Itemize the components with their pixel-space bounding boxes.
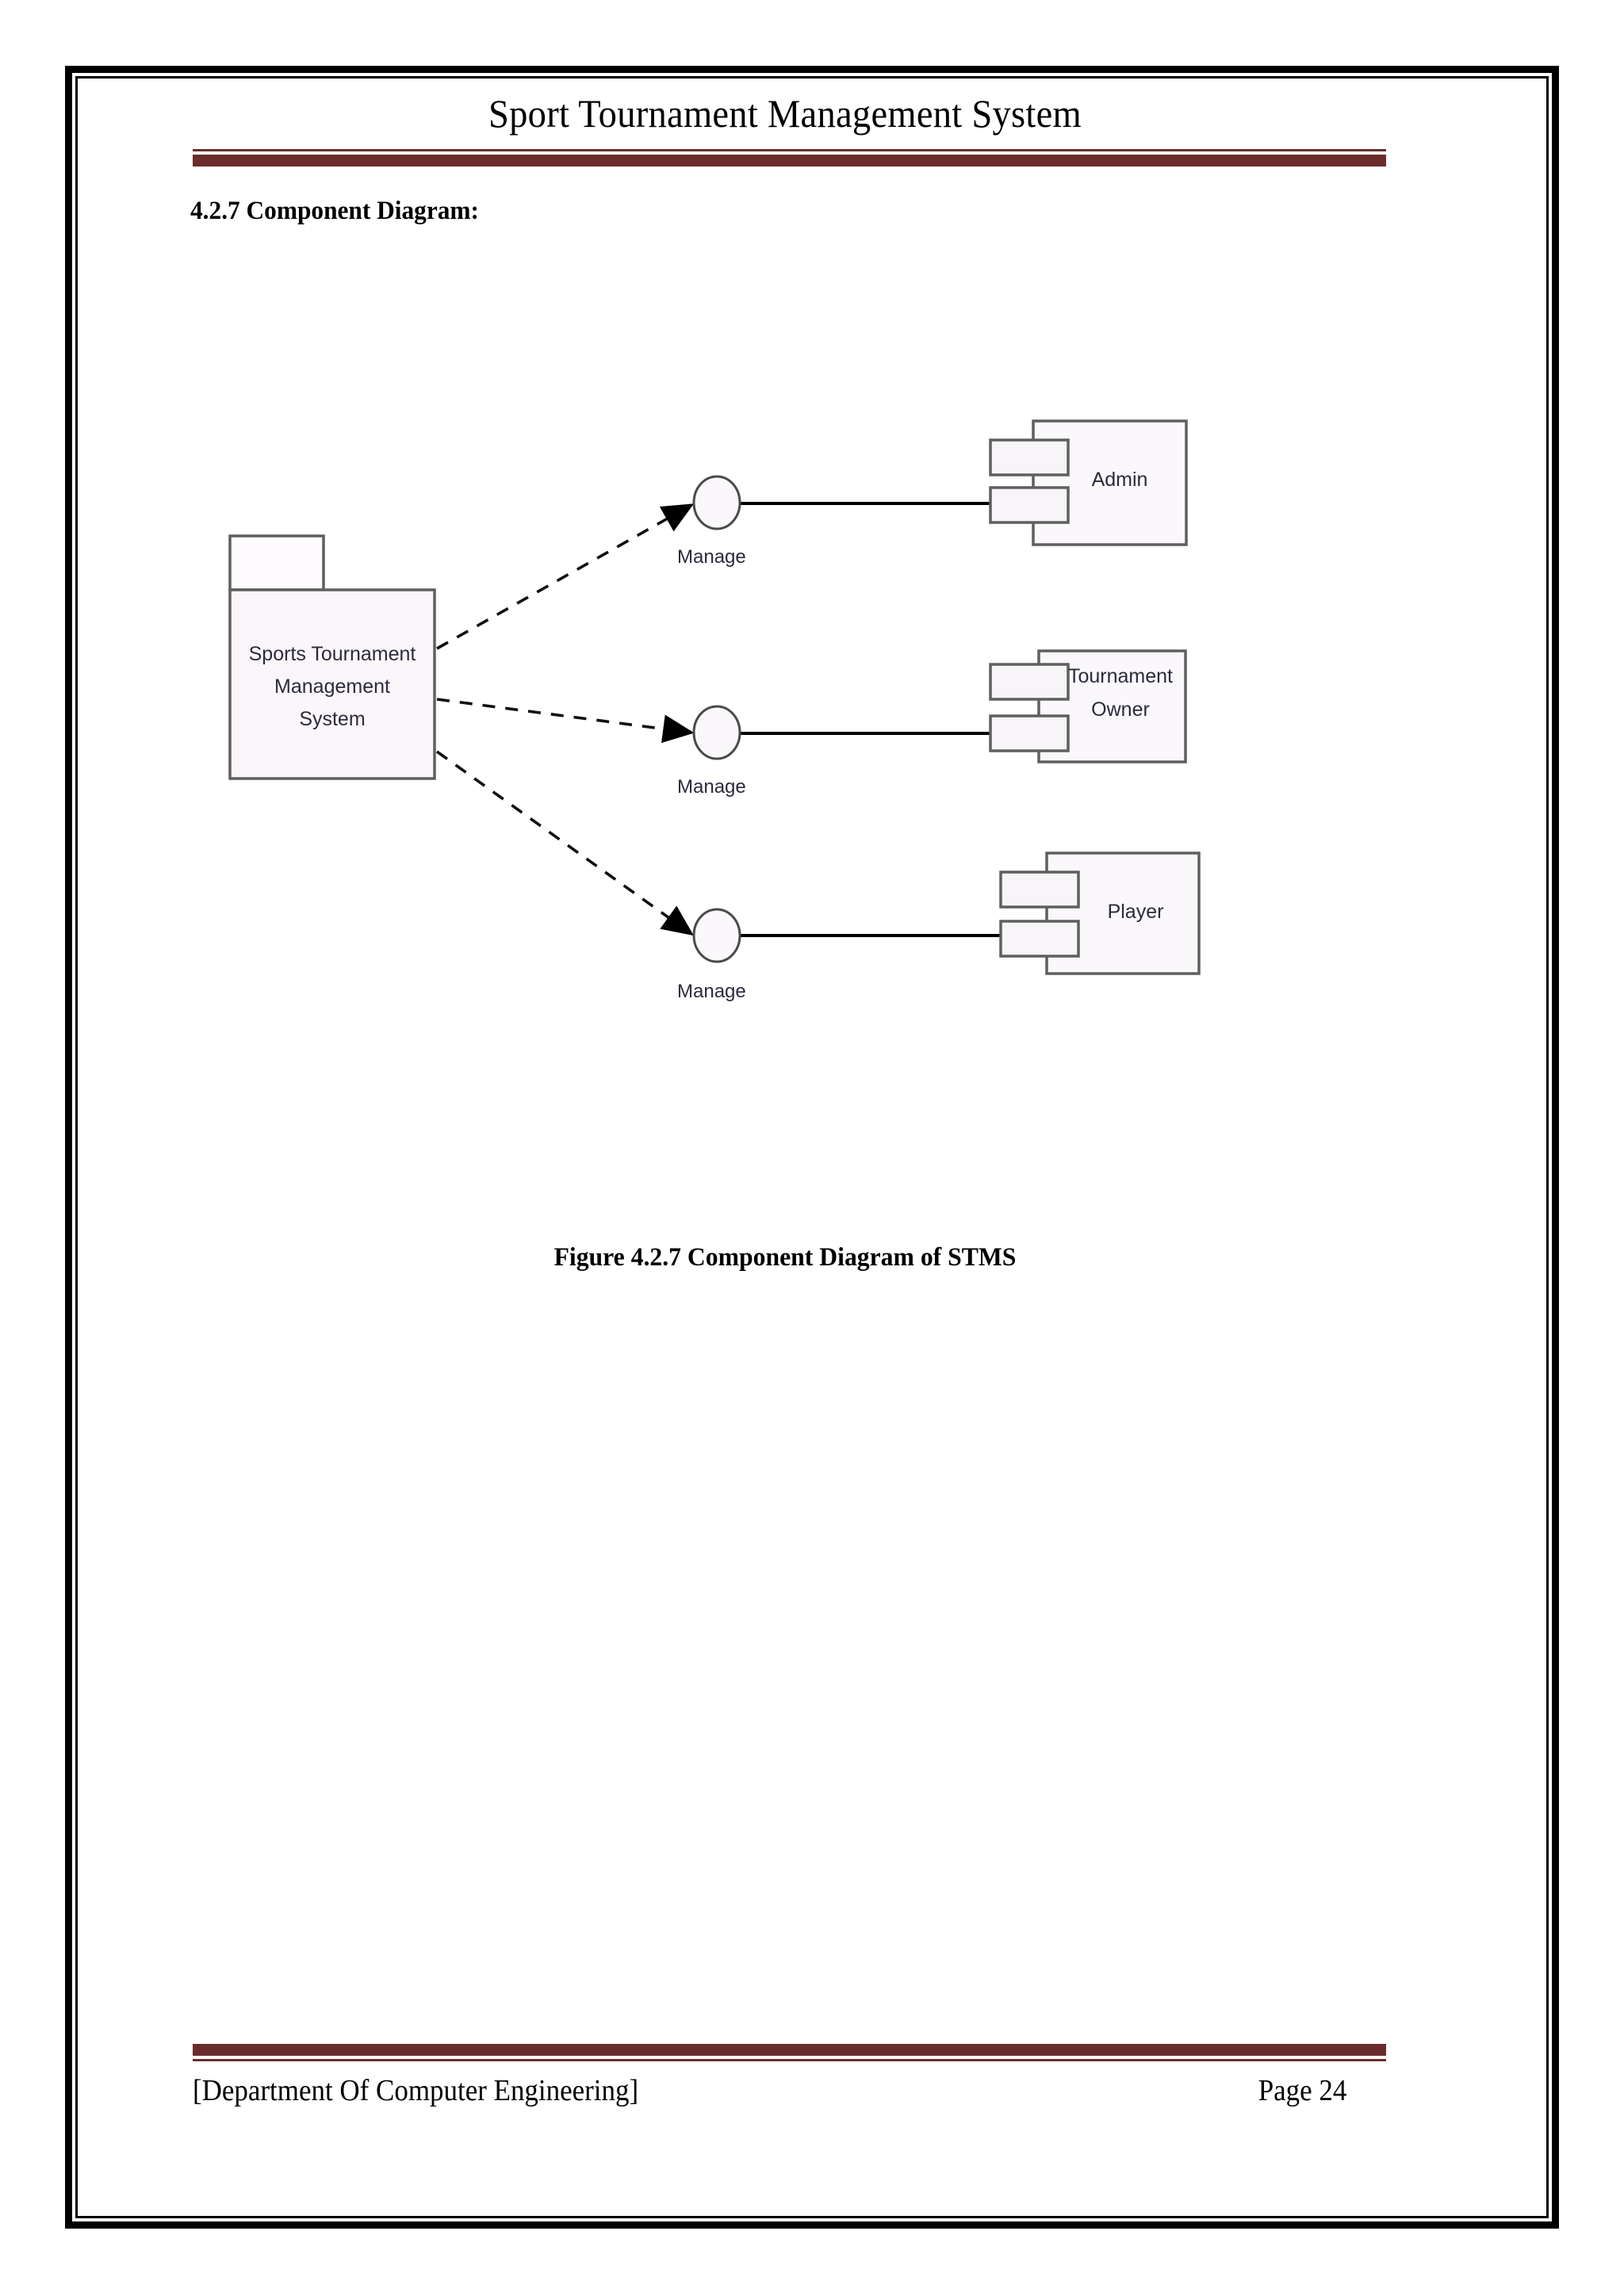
page-border-outer — [65, 66, 1559, 2229]
component-admin-tab-top — [989, 438, 1070, 476]
header-rule-gap — [193, 151, 1386, 155]
component-player-body — [1045, 851, 1201, 975]
interface-manage-player[interactable]: Manage — [677, 908, 746, 1002]
dependency-arrow-player — [435, 750, 694, 936]
footer-page-number: Page 24 — [1258, 2074, 1346, 2107]
component-player-label: Player — [1108, 901, 1164, 923]
component-admin-tab-bottom — [989, 486, 1070, 524]
component-tournament-owner-tab-bottom — [989, 714, 1070, 752]
interface-label-tournament-owner: Manage — [677, 776, 746, 798]
page-border-inner — [75, 76, 1549, 2218]
package-sports-tournament-management-system[interactable]: Sports Tournament Management System — [228, 534, 436, 780]
document-footer: [Department Of Computer Engineering] Pag… — [193, 2073, 1386, 2108]
interface-manage-admin[interactable]: Manage — [677, 475, 746, 568]
interface-assembly-lines — [740, 502, 1001, 937]
interface-label-admin: Manage — [677, 546, 746, 568]
footer-rule-gap — [193, 2056, 1386, 2059]
component-admin[interactable]: Admin — [989, 419, 1188, 546]
header-rule-thin — [193, 149, 1386, 151]
dependency-arrow-tournament-owner — [436, 698, 695, 744]
dependency-arrow-admin — [436, 503, 695, 650]
component-tournament-owner-tab-top — [989, 663, 1070, 701]
component-tournament-owner-label-line2: Owner — [1091, 698, 1150, 721]
dependency-connectors — [435, 503, 695, 936]
header-rule-thick — [193, 155, 1386, 166]
component-admin-label: Admin — [1092, 469, 1148, 491]
footer-department: [Department Of Computer Engineering] — [193, 2074, 639, 2107]
figure-caption: Figure 4.2.7 Component Diagram of STMS — [553, 1243, 1017, 1272]
interface-manage-tournament-owner[interactable]: Manage — [677, 705, 746, 798]
interface-label-player: Manage — [677, 981, 746, 1002]
interface-circle-admin — [692, 475, 741, 530]
footer-rule-thin — [193, 2059, 1386, 2061]
component-tournament-owner-body — [1037, 649, 1187, 763]
package-tab — [228, 534, 325, 591]
section-heading: 4.2.7 Component Diagram: — [190, 197, 479, 225]
package-label-line2: Management — [274, 675, 390, 698]
component-player[interactable]: Player — [999, 851, 1201, 975]
package-label-line1: Sports Tournament — [249, 643, 416, 665]
footer-rule — [193, 2044, 1386, 2061]
component-player-tab-bottom — [999, 920, 1080, 958]
package-body — [228, 588, 436, 780]
component-player-tab-top — [999, 871, 1080, 909]
header-rule — [193, 149, 1386, 166]
component-tournament-owner-label-line1: Tournament — [1068, 665, 1173, 687]
interface-circle-player — [692, 908, 741, 963]
document-header: Sport Tournament Management System — [190, 91, 1380, 137]
component-admin-body — [1032, 419, 1188, 546]
package-label-line3: System — [299, 708, 365, 730]
footer-rule-thick — [193, 2044, 1386, 2056]
interface-circle-tournament-owner — [692, 705, 741, 760]
page-title: Sport Tournament Management System — [488, 91, 1082, 136]
component-tournament-owner[interactable]: Tournament Owner — [989, 649, 1187, 763]
